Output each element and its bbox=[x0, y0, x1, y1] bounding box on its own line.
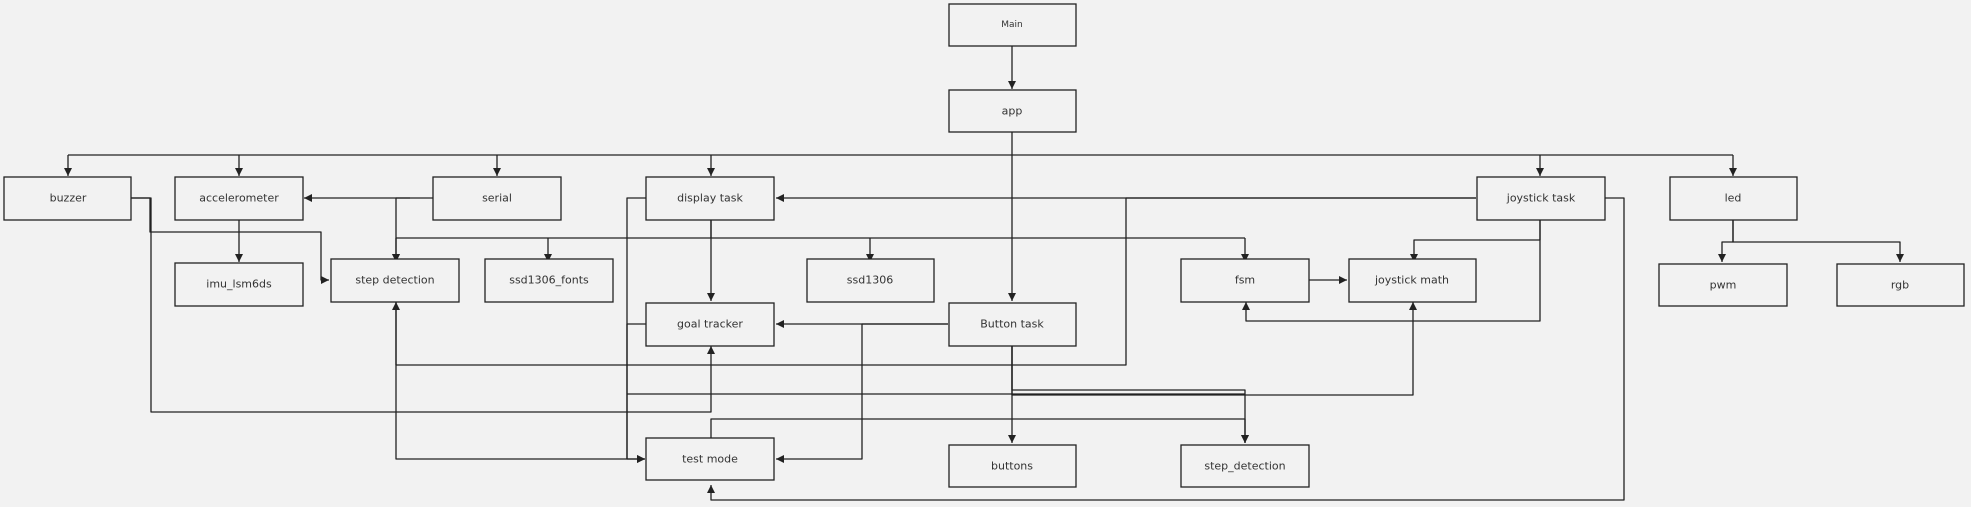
edge-button-joystick-math bbox=[1011, 302, 1417, 396]
node-display-task: display task bbox=[645, 176, 775, 221]
node-display-task-label: display task bbox=[677, 192, 743, 205]
node-main-label: Main bbox=[1001, 20, 1023, 30]
edge-joystick-fsm bbox=[1242, 220, 1541, 322]
node-buzzer-label: buzzer bbox=[50, 192, 87, 205]
edge-app-bus bbox=[68, 132, 1733, 156]
node-serial-label: serial bbox=[482, 192, 512, 205]
node-fsm-label: fsm bbox=[1235, 274, 1255, 287]
node-serial: serial bbox=[432, 176, 562, 221]
node-test-mode-label: test mode bbox=[682, 453, 738, 466]
node-joystick-task-label: joystick task bbox=[1506, 192, 1576, 205]
node-ssd1306-fonts: ssd1306_fonts bbox=[484, 258, 614, 303]
node-step-detection-2: step_detection bbox=[1180, 444, 1310, 488]
edge-joystick-joystick-math bbox=[1410, 220, 1541, 262]
edge-buzzer-goal-tracker bbox=[131, 197, 715, 413]
node-led: led bbox=[1669, 176, 1798, 221]
edge-joystick-test-mode bbox=[707, 197, 1625, 501]
node-joystick-math: joystick math bbox=[1348, 258, 1477, 303]
node-joystick-task: joystick task bbox=[1476, 176, 1606, 221]
edge-step-detection-test-mode bbox=[395, 302, 645, 463]
node-button-task: Button task bbox=[948, 302, 1077, 347]
edges bbox=[64, 46, 1904, 501]
node-goal-tracker-label: goal tracker bbox=[677, 318, 743, 331]
node-app: app bbox=[948, 89, 1077, 133]
edge-test-mode-step-detection-2 bbox=[710, 418, 1249, 443]
node-step-detection-2-label: step_detection bbox=[1204, 460, 1285, 473]
node-led-label: led bbox=[1725, 192, 1742, 205]
node-buttons-label: buttons bbox=[991, 460, 1033, 473]
node-accelerometer: accelerometer bbox=[174, 176, 304, 221]
edge-serial-step-detection bbox=[392, 197, 410, 262]
node-imu-lsm6ds-label: imu_lsm6ds bbox=[206, 278, 272, 291]
node-button-task-label: Button task bbox=[980, 318, 1044, 331]
node-step-detection-label: step detection bbox=[355, 274, 434, 287]
node-ssd1306-label: ssd1306 bbox=[847, 274, 893, 287]
node-step-detection: step detection bbox=[330, 258, 460, 303]
node-accelerometer-label: accelerometer bbox=[199, 192, 279, 205]
node-imu-lsm6ds: imu_lsm6ds bbox=[174, 262, 304, 307]
node-fsm: fsm bbox=[1180, 258, 1310, 303]
node-rgb: rgb bbox=[1836, 263, 1965, 307]
node-ssd1306: ssd1306 bbox=[806, 258, 935, 303]
edge-display-bus bbox=[396, 220, 1245, 239]
node-rgb-label: rgb bbox=[1891, 279, 1909, 292]
node-app-label: app bbox=[1002, 105, 1023, 118]
node-pwm-label: pwm bbox=[1710, 279, 1737, 292]
node-joystick-math-label: joystick math bbox=[1374, 274, 1449, 287]
edge-goal-tracker-test-mode bbox=[626, 323, 646, 459]
node-main: Main bbox=[948, 3, 1077, 47]
edge-button-test-mode bbox=[776, 323, 948, 463]
node-ssd1306-fonts-label: ssd1306_fonts bbox=[509, 274, 589, 287]
node-goal-tracker: goal tracker bbox=[645, 302, 775, 347]
edge-display-test-mode bbox=[626, 197, 646, 463]
node-buzzer: buzzer bbox=[3, 176, 132, 221]
node-buttons: buttons bbox=[948, 444, 1077, 488]
edge-led-rgb bbox=[1732, 220, 1904, 262]
node-pwm: pwm bbox=[1658, 263, 1788, 307]
node-test-mode: test mode bbox=[645, 437, 775, 481]
edge-led-pwm bbox=[1718, 220, 1734, 262]
